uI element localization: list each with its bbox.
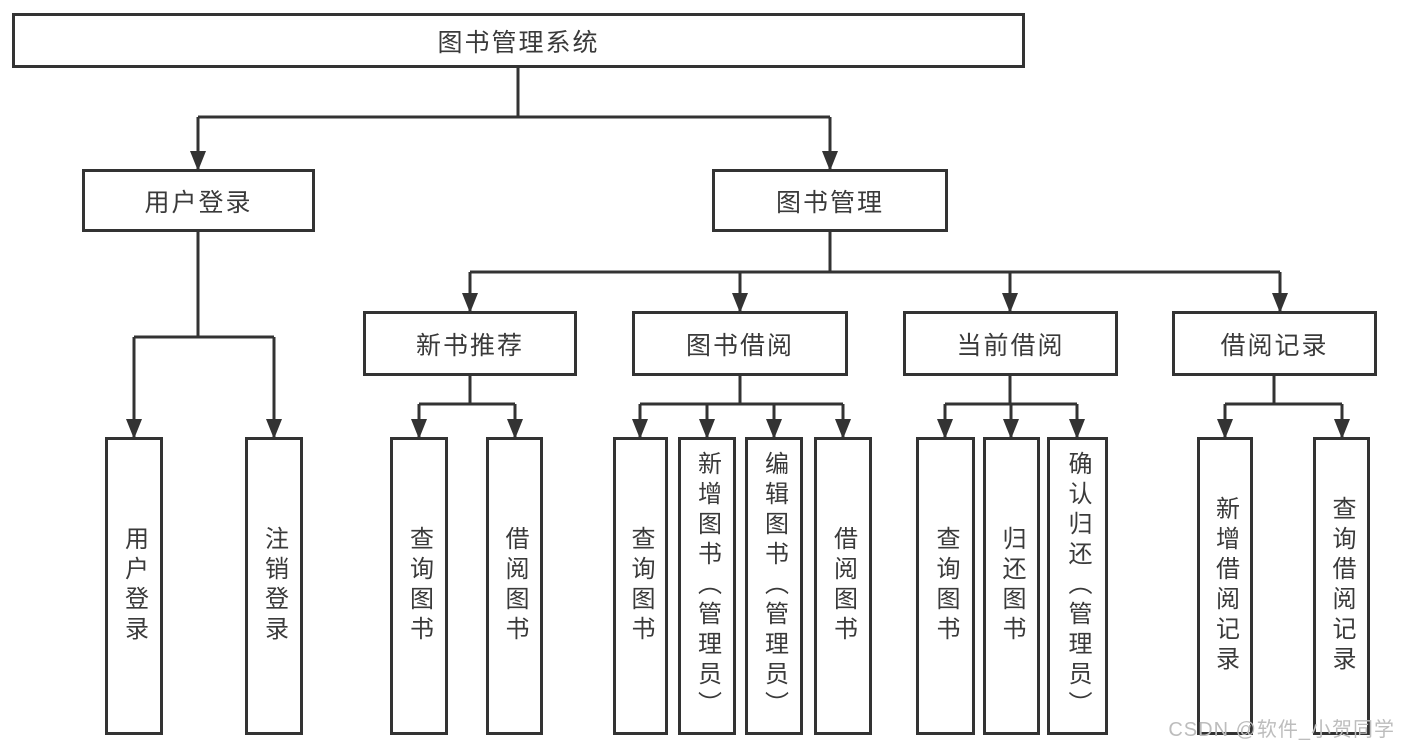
- node-borrowing-records: 借阅记录: [1172, 311, 1377, 376]
- leaf-user-login-label: 用户登录: [120, 526, 148, 646]
- leaf-bb-borrow-books: 借阅图书: [814, 437, 872, 735]
- node-root-label: 图书管理系统: [437, 28, 600, 57]
- connector-new-book-recommend-children: [411, 376, 523, 439]
- leaf-br-add-record: 新增借阅记录: [1197, 437, 1253, 735]
- connector-book-management-children: [462, 232, 1288, 313]
- node-new-book-recommend: 新书推荐: [363, 311, 577, 376]
- leaf-cb-confirm-return: 确认归还（管理员）: [1047, 437, 1108, 735]
- leaf-bb-edit-books: 编辑图书（管理员）: [745, 437, 803, 735]
- node-current-borrowing: 当前借阅: [903, 311, 1118, 376]
- leaf-br-query-record: 查询借阅记录: [1313, 437, 1370, 735]
- node-book-management-label: 图书管理: [775, 188, 884, 217]
- csdn-watermark: CSDN @软件_小贺同学: [1168, 719, 1395, 741]
- leaf-cb-query-books-label: 查询图书: [932, 526, 959, 646]
- node-borrowing-records-label: 借阅记录: [1220, 331, 1329, 360]
- leaf-nb-query-books: 查询图书: [390, 437, 448, 735]
- connector-user-login-children: [126, 232, 282, 439]
- connector-root-to-level2: [190, 68, 838, 171]
- leaf-nb-query-books-label: 查询图书: [405, 526, 433, 646]
- leaf-br-add-record-label: 新增借阅记录: [1211, 496, 1239, 676]
- leaf-logout-label: 注销登录: [260, 526, 288, 646]
- node-user-login-label: 用户登录: [144, 188, 253, 217]
- node-book-management: 图书管理: [712, 169, 948, 232]
- leaf-logout: 注销登录: [245, 437, 303, 735]
- node-root: 图书管理系统: [12, 13, 1025, 68]
- connector-current-borrowing-children: [937, 376, 1085, 439]
- leaf-bb-borrow-books-label: 借阅图书: [829, 526, 857, 646]
- leaf-cb-return-books-label: 归还图书: [998, 526, 1025, 646]
- leaf-nb-borrow-books: 借阅图书: [486, 437, 543, 735]
- leaf-nb-borrow-books-label: 借阅图书: [501, 526, 528, 646]
- node-user-login: 用户登录: [82, 169, 315, 232]
- leaf-cb-query-books: 查询图书: [916, 437, 975, 735]
- connector-book-borrowing-children: [632, 376, 851, 439]
- leaf-cb-confirm-return-label: 确认归还（管理员）: [1064, 451, 1091, 721]
- node-current-borrowing-label: 当前借阅: [956, 331, 1065, 360]
- leaf-br-query-record-label: 查询借阅记录: [1328, 496, 1355, 676]
- node-book-borrowing-label: 图书借阅: [685, 331, 794, 360]
- leaf-bb-query-books: 查询图书: [613, 437, 668, 735]
- node-new-book-recommend-label: 新书推荐: [415, 331, 524, 360]
- connector-borrowing-records-children: [1217, 376, 1350, 439]
- leaf-bb-add-books: 新增图书（管理员）: [678, 437, 736, 735]
- leaf-user-login: 用户登录: [105, 437, 163, 735]
- leaf-bb-add-books-label: 新增图书（管理员）: [693, 451, 721, 721]
- leaf-bb-query-books-label: 查询图书: [627, 526, 654, 646]
- leaf-cb-return-books: 归还图书: [983, 437, 1040, 735]
- leaf-bb-edit-books-label: 编辑图书（管理员）: [760, 451, 788, 721]
- node-book-borrowing: 图书借阅: [632, 311, 848, 376]
